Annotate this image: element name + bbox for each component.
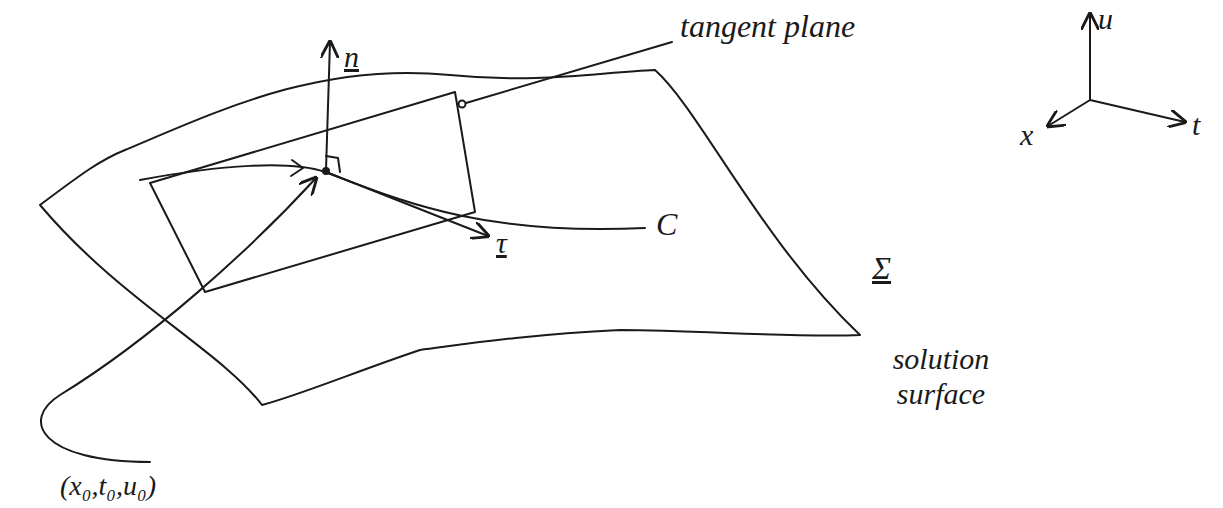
surface-symbol: Σ <box>872 250 891 287</box>
vector-label: n <box>344 40 359 75</box>
axis-label: t <box>1192 108 1200 143</box>
plane-label: tangent plane <box>680 8 855 45</box>
tangent-vector <box>326 172 488 236</box>
curve-direction-mark <box>291 160 303 176</box>
point-dot <box>323 168 329 174</box>
vector-label: τ <box>496 226 507 261</box>
t-axis <box>1090 100 1185 122</box>
tangent-plane-outline <box>150 92 475 292</box>
solution-surface-outline <box>40 70 860 405</box>
u-axis <box>1089 14 1091 100</box>
axis-label: x <box>1020 118 1033 153</box>
normal-vector <box>326 42 330 170</box>
axis-label: u <box>1098 2 1113 37</box>
x-axis <box>1048 100 1090 126</box>
plane-corner-dot <box>459 101 466 108</box>
point-leader <box>41 178 316 462</box>
curve-label: C <box>656 206 677 243</box>
point-label: (x₀,t₀,u₀) <box>60 470 156 502</box>
plane-leader <box>466 42 672 103</box>
surface-label: solution surface <box>866 342 1016 411</box>
